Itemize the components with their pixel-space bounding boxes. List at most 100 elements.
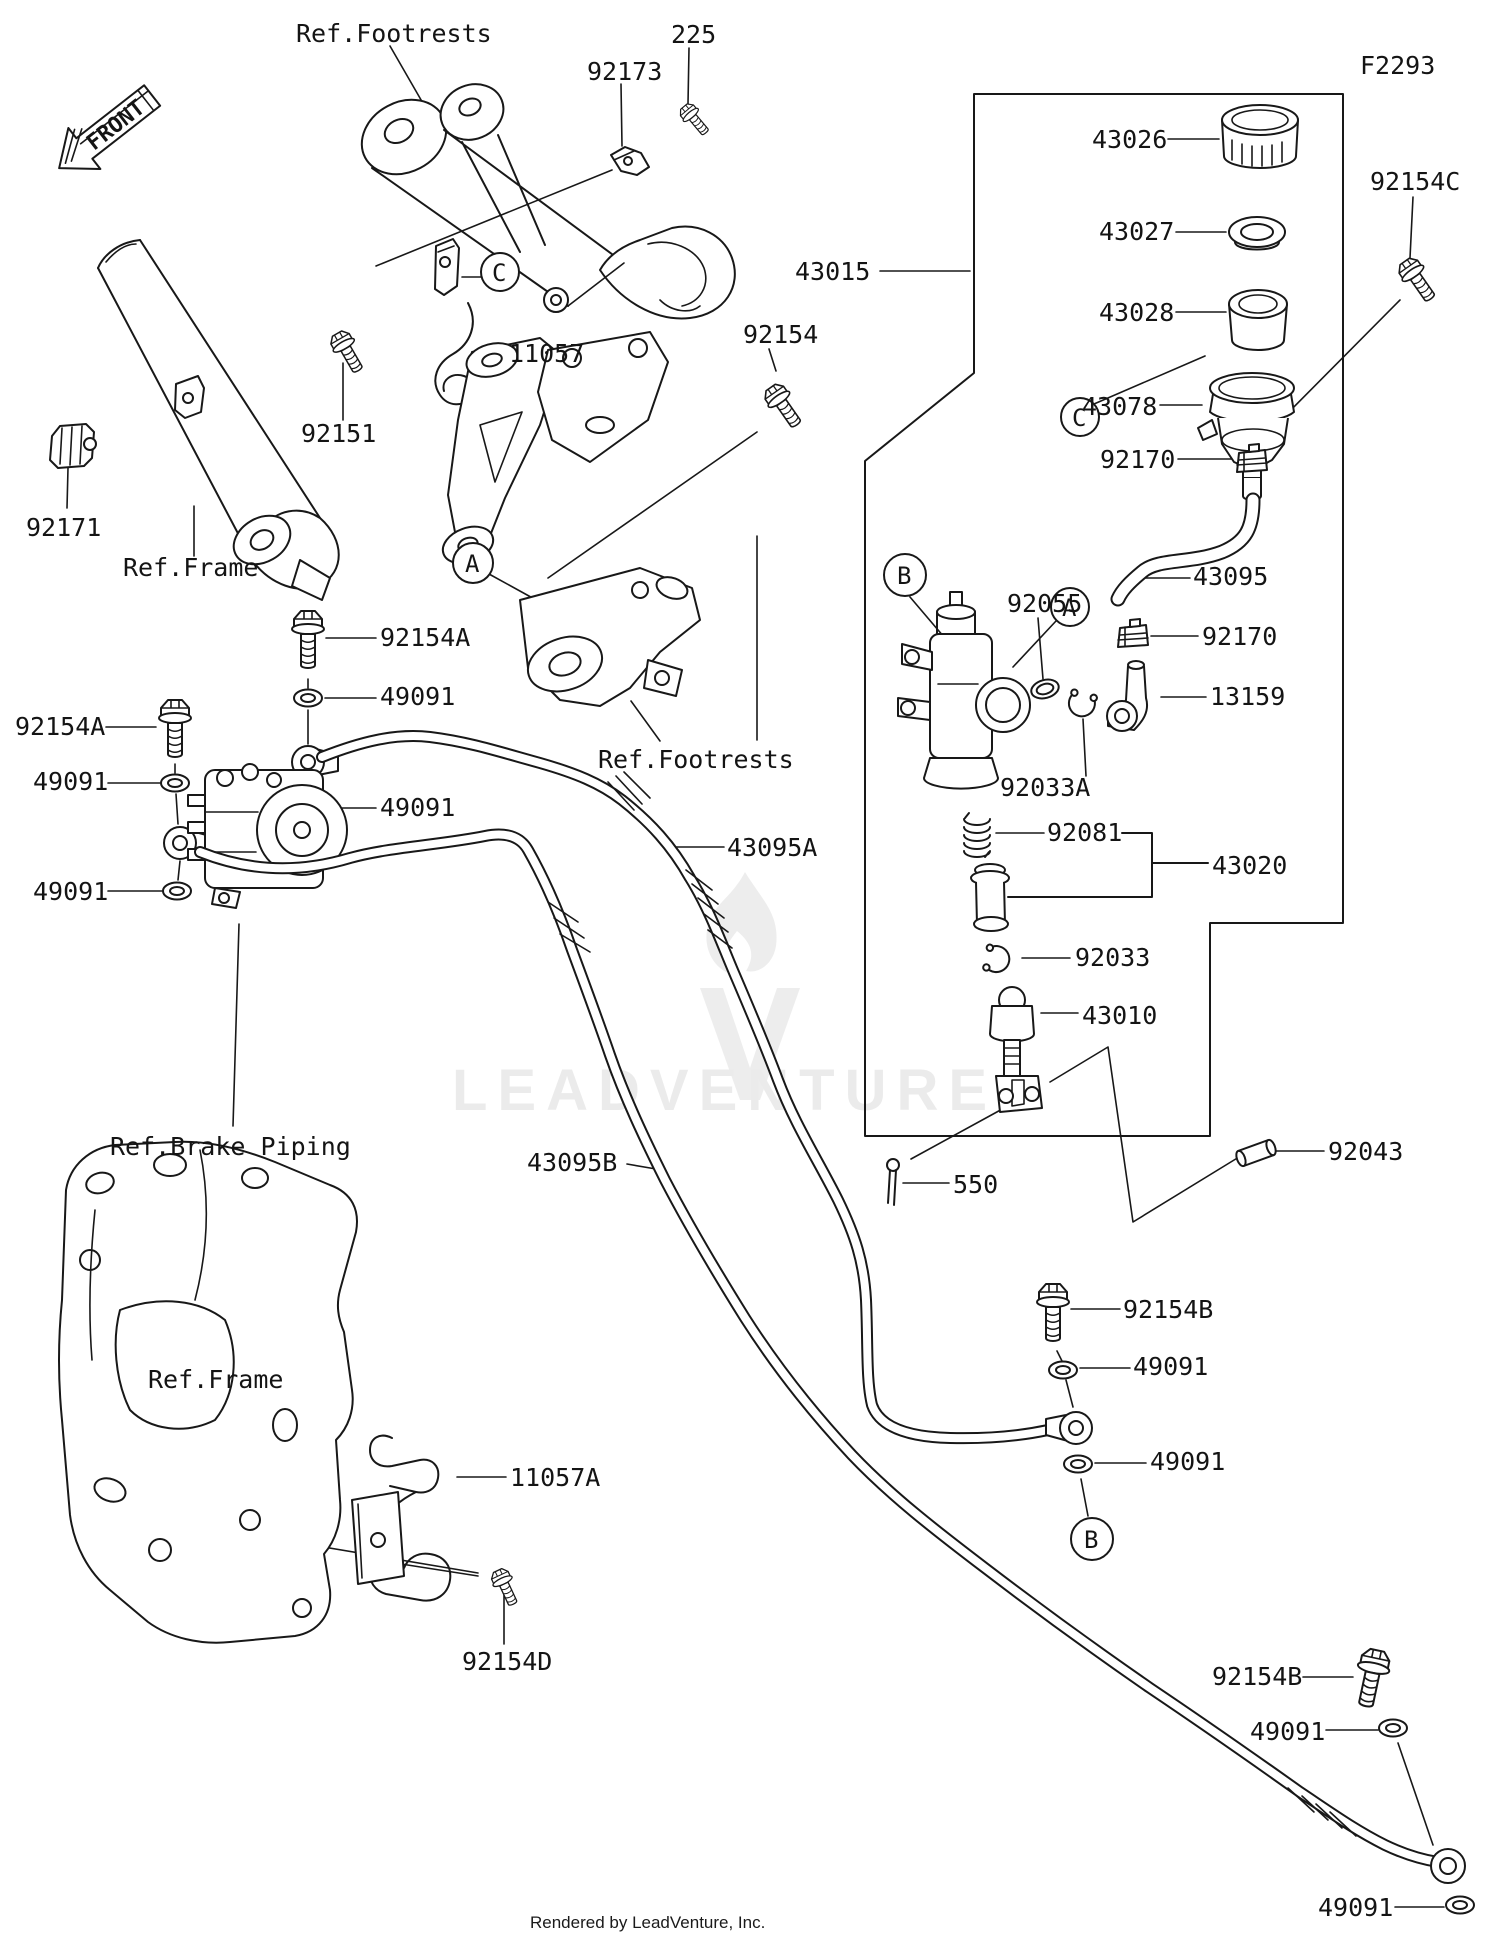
- part-label-43095b: 43095B: [527, 1148, 617, 1177]
- part-label-49091-r1: 49091: [380, 682, 455, 711]
- part-label-92154b-1: 92154B: [1123, 1295, 1213, 1324]
- part-label-43095a: 43095A: [727, 833, 817, 862]
- part-label-92151: 92151: [301, 419, 376, 448]
- render-credit: Rendered by LeadVenture, Inc.: [530, 1913, 765, 1932]
- reservoir-cap-43026: [1221, 104, 1299, 169]
- part-label-92170-top: 92170: [1100, 445, 1175, 474]
- pushrod-43010: [989, 986, 1043, 1113]
- front-direction-arrow: FRONT: [58, 84, 162, 170]
- master-cylinder-bracket-drawing: [519, 567, 701, 707]
- ref-label-footrests-mid: Ref.Footrests: [598, 745, 794, 774]
- part-label-225: 225: [671, 20, 716, 49]
- part-label-92154d: 92154D: [462, 1647, 552, 1676]
- part-label-43095: 43095: [1193, 562, 1268, 591]
- part-label-92033: 92033: [1075, 943, 1150, 972]
- figure-code: F2293: [1360, 51, 1435, 80]
- assembly-box-43015: [864, 93, 1344, 1137]
- callout-a-left: A: [452, 542, 494, 584]
- part-label-92043: 92043: [1328, 1137, 1403, 1166]
- part-label-11057: 11057: [509, 339, 584, 368]
- part-label-49091-b4: 49091: [1318, 1893, 1393, 1922]
- part-label-92081: 92081: [1047, 818, 1122, 847]
- snapring-92033a: [1064, 687, 1099, 721]
- part-label-43015: 43015: [795, 257, 870, 286]
- part-label-92154a-right: 92154A: [380, 623, 470, 652]
- reservoir-hose-43095: [1110, 492, 1261, 607]
- svg-text:B: B: [897, 562, 911, 590]
- part-label-11057a: 11057A: [510, 1463, 600, 1492]
- clamp-92173: [610, 146, 650, 176]
- bolt-92154: [759, 379, 809, 434]
- pin-92043: [1235, 1138, 1277, 1168]
- frame-tube-drawing: [97, 239, 340, 601]
- svg-text:C: C: [492, 259, 506, 287]
- part-label-43028: 43028: [1099, 298, 1174, 327]
- clip-and-hook-11057: [434, 238, 475, 406]
- callout-b-box: B: [883, 553, 927, 597]
- part-label-92154b-2: 92154B: [1212, 1662, 1302, 1691]
- callout-c-box: C: [1060, 397, 1100, 437]
- part-label-49091-r2: 49091: [380, 793, 455, 822]
- part-label-43020: 43020: [1212, 851, 1287, 880]
- part-label-43078: 43078: [1082, 392, 1157, 421]
- ref-label-brake-piping: Ref.Brake Piping: [110, 1132, 351, 1161]
- ref-label-frame-top: Ref.Frame: [123, 553, 258, 582]
- fitting-13159: [1106, 660, 1148, 732]
- callout-c-top: C: [480, 252, 520, 292]
- watermark-text: LEADVENTURE: [452, 1058, 997, 1123]
- spring-92081: [963, 812, 991, 858]
- diaphragm-43028: [1228, 289, 1288, 351]
- part-label-92033a: 92033A: [1000, 773, 1090, 802]
- part-label-43027: 43027: [1099, 217, 1174, 246]
- part-label-49091-b3: 49091: [1250, 1717, 1325, 1746]
- part-label-92170-mid: 92170: [1202, 622, 1277, 651]
- part-label-92154: 92154: [743, 320, 818, 349]
- part-label-43010: 43010: [1082, 1001, 1157, 1030]
- ref-label-frame-bottom: Ref.Frame: [148, 1365, 283, 1394]
- part-label-92055: 92055: [1007, 589, 1082, 618]
- part-label-49091-l2: 49091: [33, 877, 108, 906]
- part-label-92171: 92171: [26, 513, 101, 542]
- part-label-550: 550: [953, 1170, 998, 1199]
- leader-lines: [66, 45, 1445, 1908]
- ref-label-footrests-top: Ref.Footrests: [296, 19, 492, 48]
- part-label-49091-b1: 49091: [1133, 1352, 1208, 1381]
- part-label-92154c: 92154C: [1370, 167, 1460, 196]
- callout-a-box: A: [1050, 587, 1090, 627]
- oring-92055: [1028, 675, 1062, 703]
- part-label-13159: 13159: [1210, 682, 1285, 711]
- footrest-plates-drawing: [441, 331, 669, 565]
- callout-b-bottom: B: [1070, 1517, 1114, 1561]
- svg-text:A: A: [1062, 594, 1077, 622]
- screw-92154c: [1393, 253, 1443, 308]
- cotter-pin-550: [886, 1158, 900, 1206]
- frame-plate-drawing: [58, 1140, 358, 1644]
- screw-225: [675, 99, 714, 140]
- master-cylinder-drawing: [897, 591, 1031, 790]
- bracket-43020: [1007, 832, 1209, 898]
- hose-end-banjo: [1430, 1848, 1466, 1884]
- diaphragm-plate-43027: [1228, 216, 1286, 251]
- brake-hose-43095b: [194, 828, 1466, 1884]
- part-label-49091-b2: 49091: [1150, 1447, 1225, 1476]
- bracket-11057a: [351, 1434, 452, 1602]
- banjo-stack-b: [1036, 1283, 1093, 1474]
- piston-43020: [970, 863, 1010, 932]
- footrest-bracket-drawing: [360, 83, 736, 320]
- abs-module-drawing: [187, 763, 348, 909]
- reservoir-43078: [1197, 372, 1295, 501]
- snapring-92033: [981, 943, 1013, 976]
- svg-text:B: B: [1084, 1526, 1098, 1554]
- svg-text:C: C: [1072, 404, 1086, 432]
- part-label-92154a-left: 92154A: [15, 712, 105, 741]
- part-label-92173: 92173: [587, 57, 662, 86]
- hose-clamp-92170-lower: [1117, 618, 1149, 648]
- svg-text:A: A: [465, 550, 480, 578]
- screw-92151: [325, 326, 370, 378]
- part-label-43026: 43026: [1092, 125, 1167, 154]
- bolt-92154d: [487, 1565, 524, 1610]
- brake-hose-43095a: [316, 730, 1054, 1445]
- boot-92171: [49, 423, 97, 469]
